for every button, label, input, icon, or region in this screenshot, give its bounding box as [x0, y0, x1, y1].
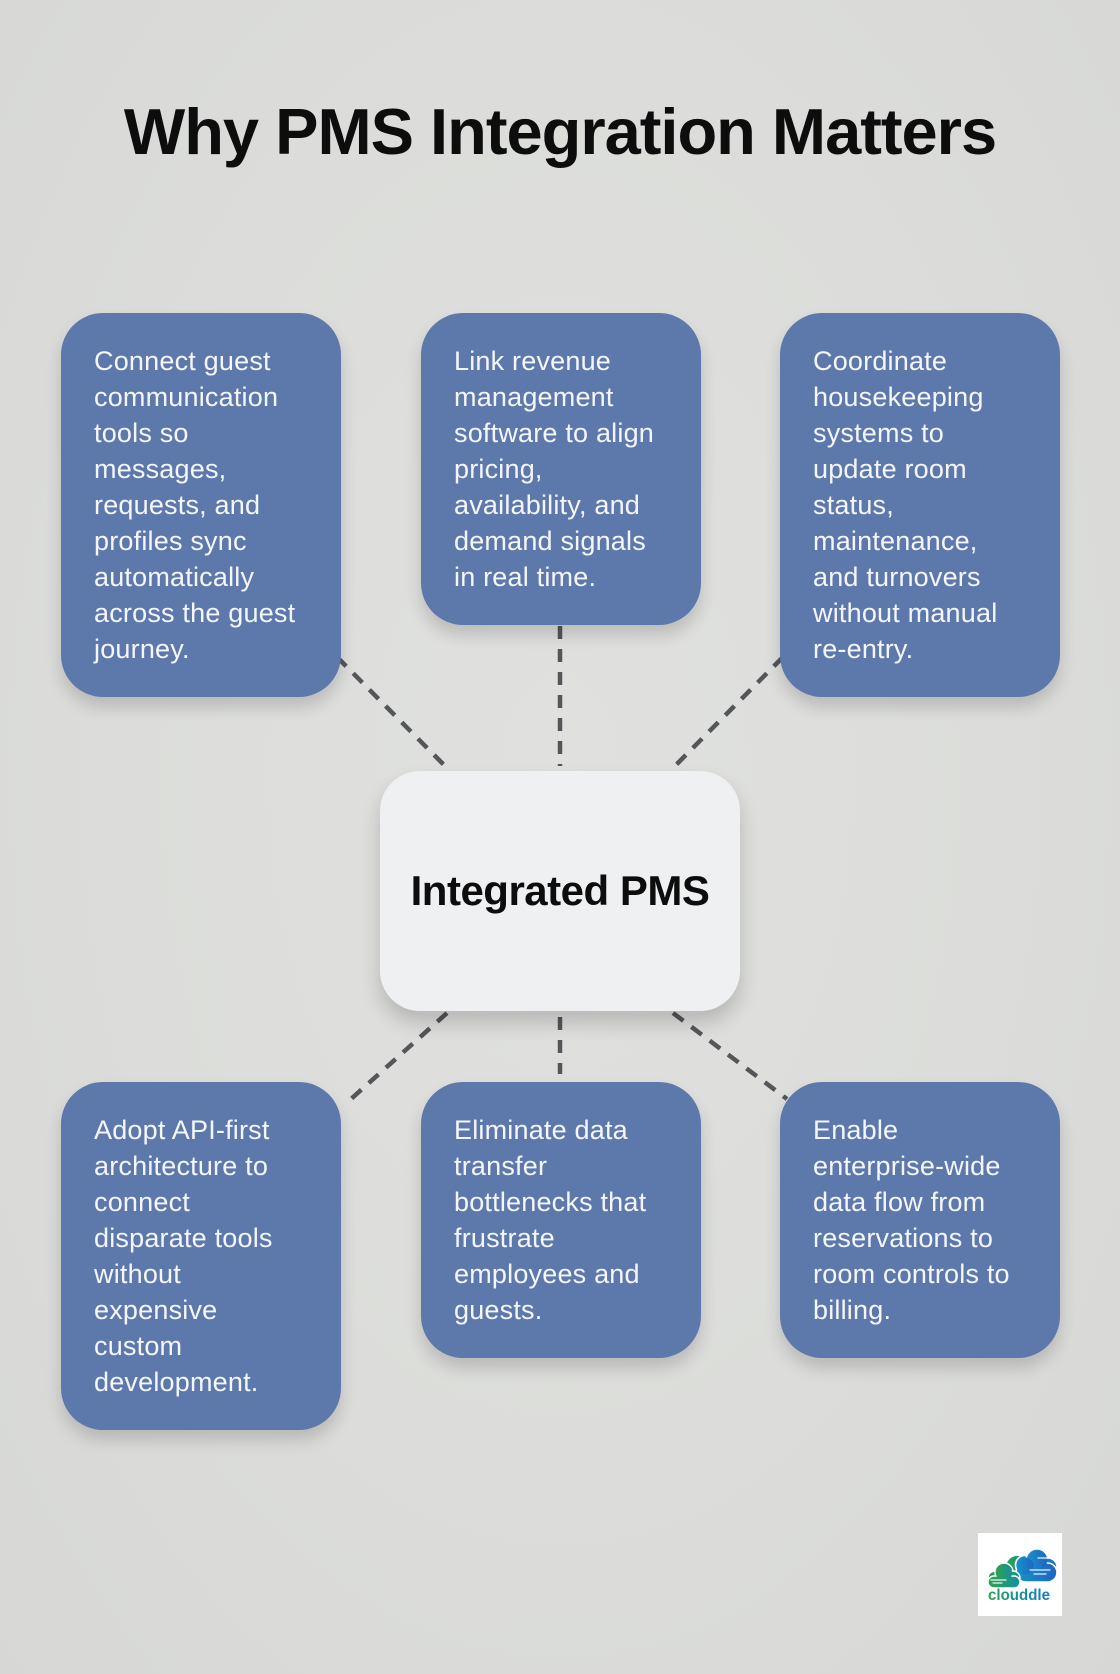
node-data-bottlenecks: Eliminate data transfer bottlenecks that…	[421, 1082, 701, 1358]
node-text: Adopt API-first architecture to connect …	[94, 1115, 273, 1397]
node-text: Eliminate data transfer bottlenecks that…	[454, 1115, 647, 1325]
node-housekeeping: Coordinate housekeeping systems to updat…	[780, 313, 1060, 697]
connector-top-right	[669, 655, 785, 772]
node-api-first: Adopt API-first architecture to connect …	[61, 1082, 341, 1430]
clouddle-logo-text: clouddle	[988, 1587, 1050, 1604]
center-node-label: Integrated PMS	[410, 867, 710, 914]
connector-top-left	[335, 655, 451, 772]
cloud-icon: clouddle	[978, 1533, 1062, 1616]
node-text: Enable enterprise-wide data flow from re…	[813, 1115, 1010, 1325]
node-text: Connect guest communication tools so mes…	[94, 346, 296, 664]
clouddle-logo: clouddle	[978, 1533, 1062, 1616]
node-text: Coordinate housekeeping systems to updat…	[813, 346, 998, 664]
connector-bottom-right	[671, 1011, 789, 1101]
center-node-integrated-pms: Integrated PMS	[380, 771, 740, 1011]
node-guest-communication: Connect guest communication tools so mes…	[61, 313, 341, 697]
node-revenue-management: Link revenue management software to alig…	[421, 313, 701, 625]
node-enterprise-data-flow: Enable enterprise-wide data flow from re…	[780, 1082, 1060, 1358]
node-text: Link revenue management software to alig…	[454, 346, 655, 592]
connector-bottom-left	[349, 1011, 449, 1101]
page-title: Why PMS Integration Matters	[123, 95, 997, 168]
